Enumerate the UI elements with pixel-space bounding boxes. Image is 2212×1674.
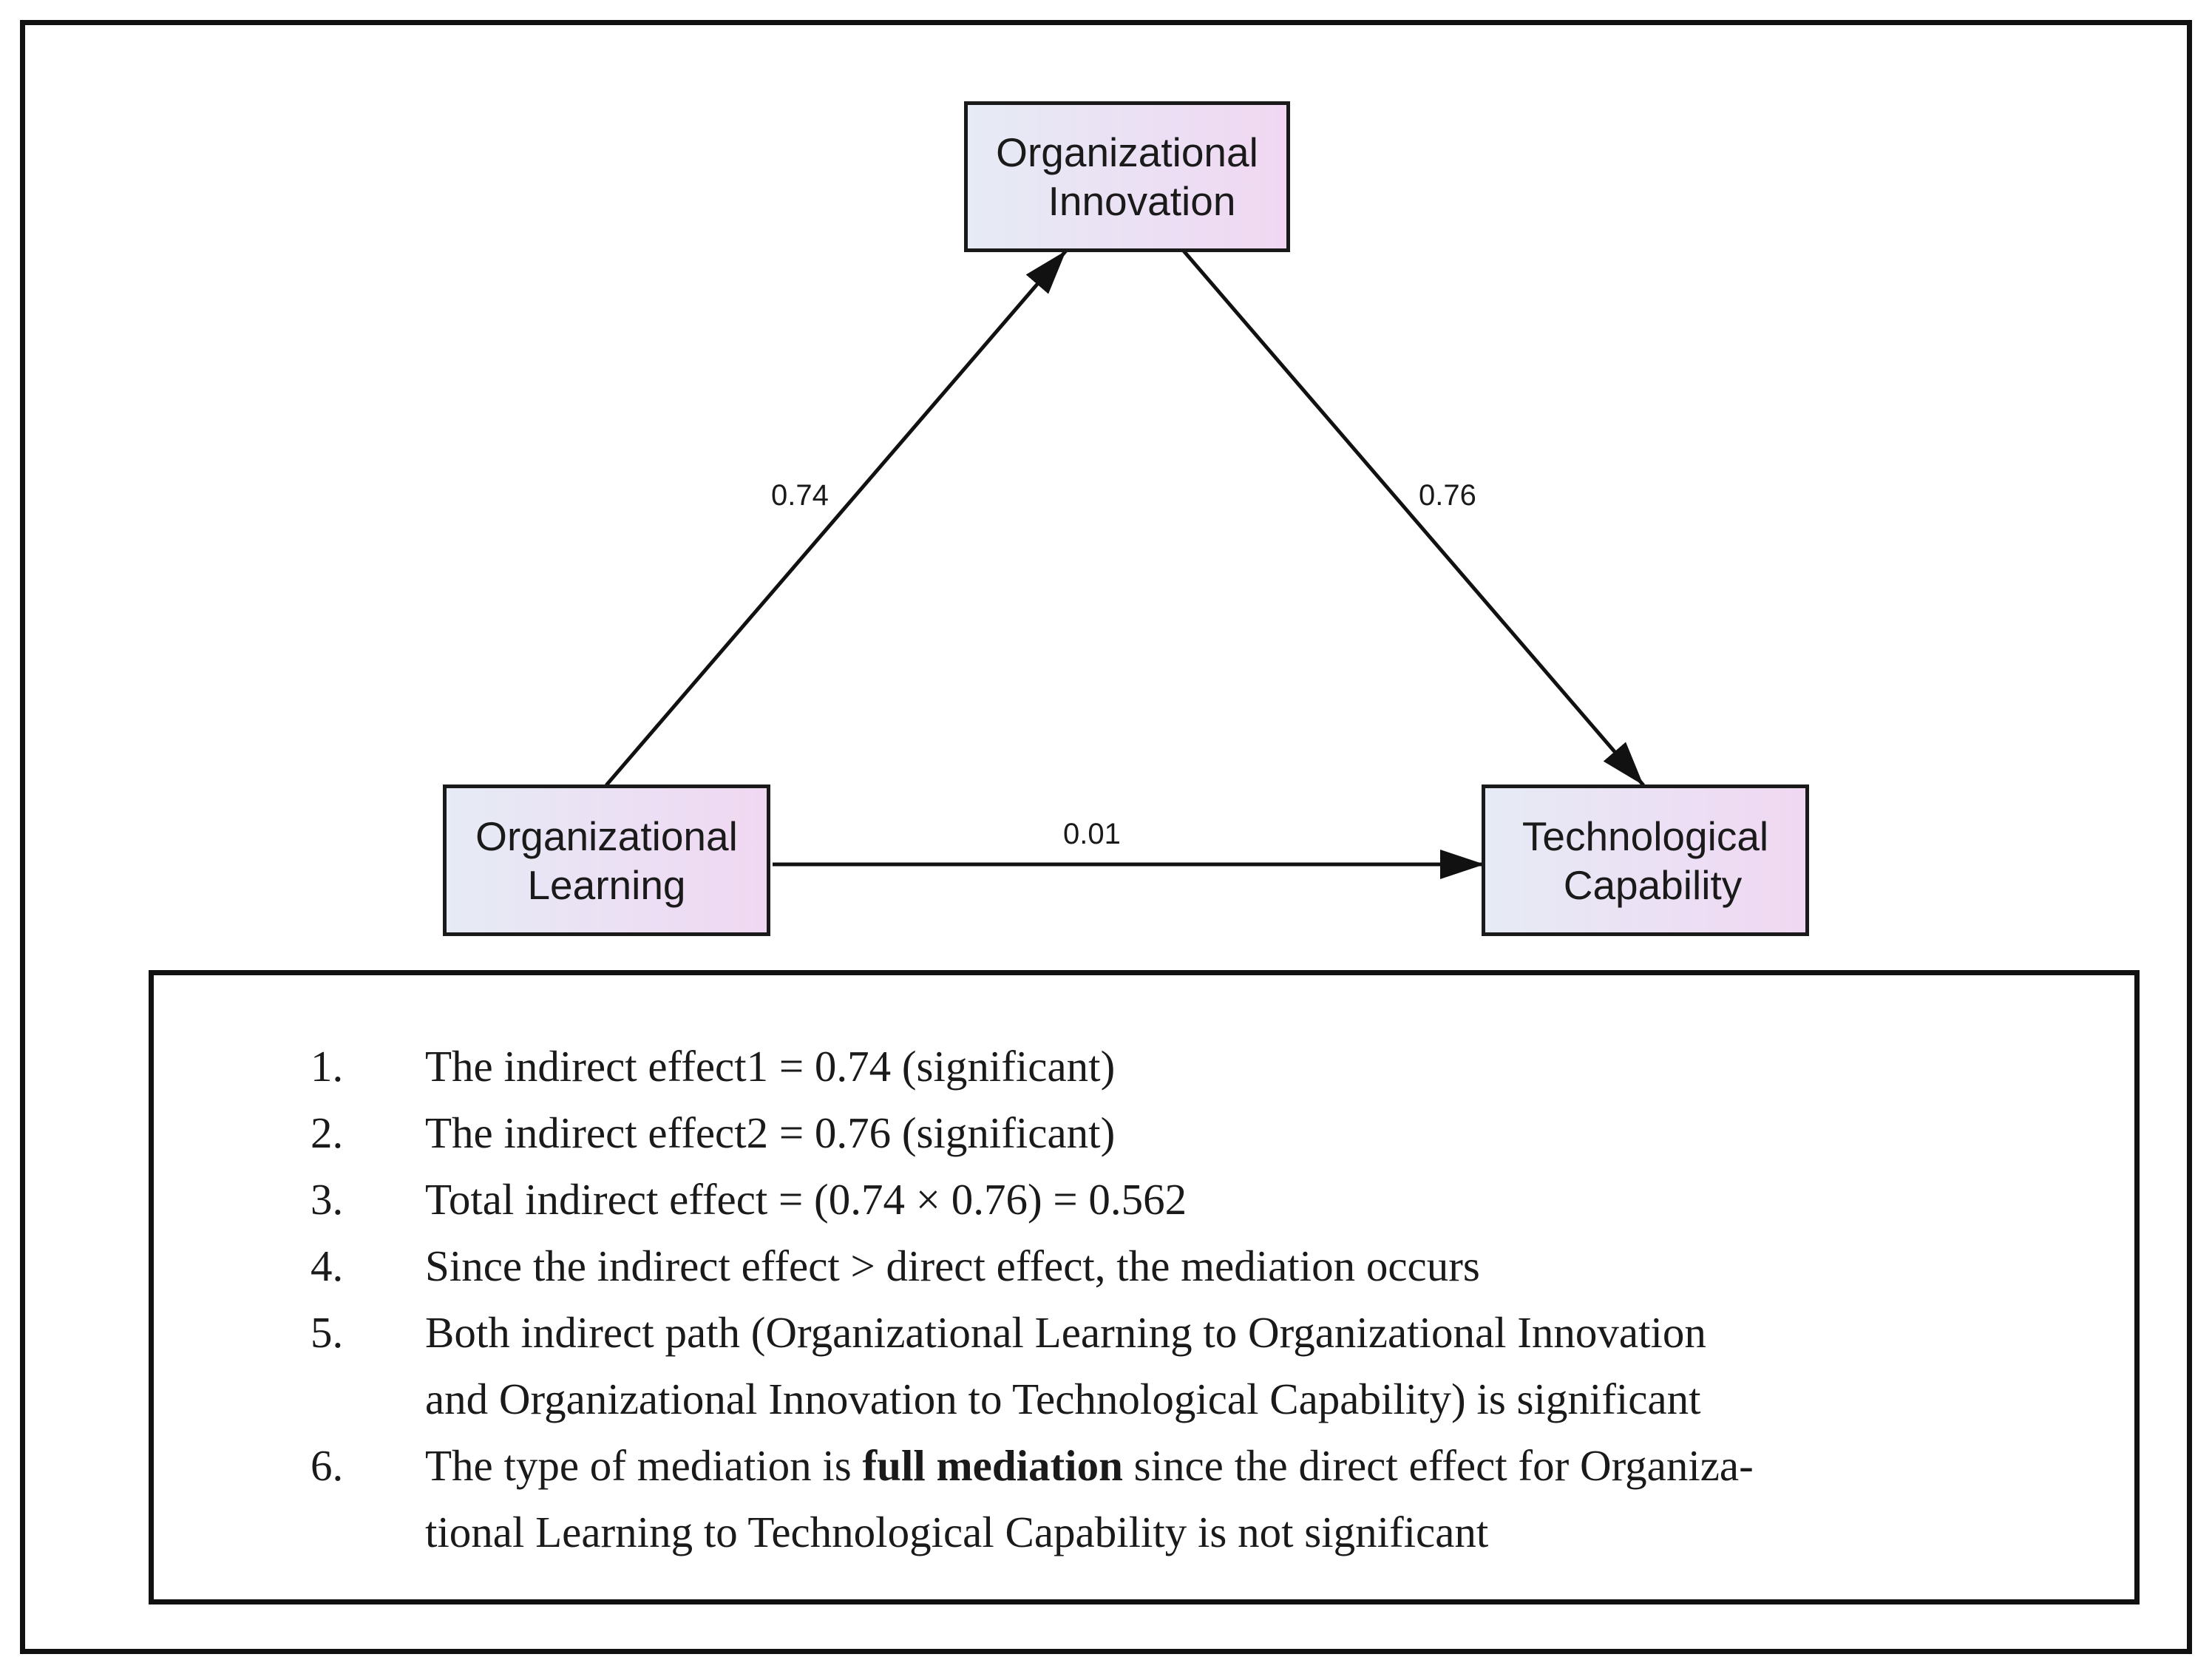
note-item: 1. The indirect effect1 = 0.74 (signific… [154, 1033, 2134, 1099]
node-capability-line2: Capability [1563, 861, 1743, 908]
edge-label-learning-to-capability: 0.01 [1063, 818, 1121, 850]
note-item: 3. Total indirect effect = (0.74 × 0.76)… [154, 1166, 2134, 1233]
note-text-line1: Both indirect path (Organizational Learn… [425, 1308, 1706, 1357]
node-organizational-innovation: Organizational Innovation [964, 101, 1290, 252]
mediation-notes-box: 1. The indirect effect1 = 0.74 (signific… [149, 970, 2140, 1604]
note-text: Total indirect effect = (0.74 × 0.76) = … [425, 1175, 1187, 1224]
note-item: 2. The indirect effect2 = 0.76 (signific… [154, 1099, 2134, 1166]
note-number: 3. [311, 1175, 344, 1224]
note-text: The indirect effect2 = 0.76 (significant… [425, 1108, 1116, 1157]
note-item: 4. Since the indirect effect > direct ef… [154, 1233, 2134, 1299]
node-technological-capability: Technological Capability [1482, 785, 1809, 936]
note-item: 6. The type of mediation is full mediati… [154, 1432, 2134, 1565]
note-text: The indirect effect1 = 0.74 (significant… [425, 1042, 1116, 1091]
note-text-post1: since the direct effect for Organiza- [1122, 1441, 1754, 1490]
edge-label-innovation-to-capability: 0.76 [1419, 479, 1476, 512]
note-number: 5. [311, 1308, 344, 1357]
note-text-post2: tional Learning to Technological Capabil… [425, 1508, 1489, 1556]
node-innovation-line2: Innovation [1048, 178, 1236, 224]
node-innovation-line1: Organizational [996, 129, 1258, 175]
node-learning-line2: Learning [527, 861, 686, 908]
mediation-notes-list: 1. The indirect effect1 = 0.74 (signific… [154, 1033, 2134, 1565]
note-text-pre: The type of mediation is [425, 1441, 863, 1490]
node-capability-line1: Technological [1521, 813, 1769, 859]
note-text-bold: full mediation [862, 1441, 1123, 1490]
edge-learning-to-innovation [605, 249, 1068, 787]
note-text-line2: and Organizational Innovation to Technol… [425, 1375, 1701, 1423]
figure-frame: Organizational Innovation Organizational… [20, 20, 2192, 1654]
note-text: Since the indirect effect > direct effec… [425, 1241, 1480, 1290]
note-item: 5. Both indirect path (Organizational Le… [154, 1299, 2134, 1432]
node-organizational-learning: Organizational Learning [443, 785, 770, 936]
node-learning-line1: Organizational [475, 813, 738, 859]
note-number: 6. [311, 1441, 344, 1490]
note-number: 1. [311, 1042, 344, 1091]
path-diagram [605, 248, 1645, 879]
edge-label-learning-to-innovation: 0.74 [771, 479, 829, 512]
note-number: 4. [311, 1241, 344, 1290]
edge-innovation-to-capability [1181, 248, 1645, 787]
note-number: 2. [311, 1108, 344, 1157]
